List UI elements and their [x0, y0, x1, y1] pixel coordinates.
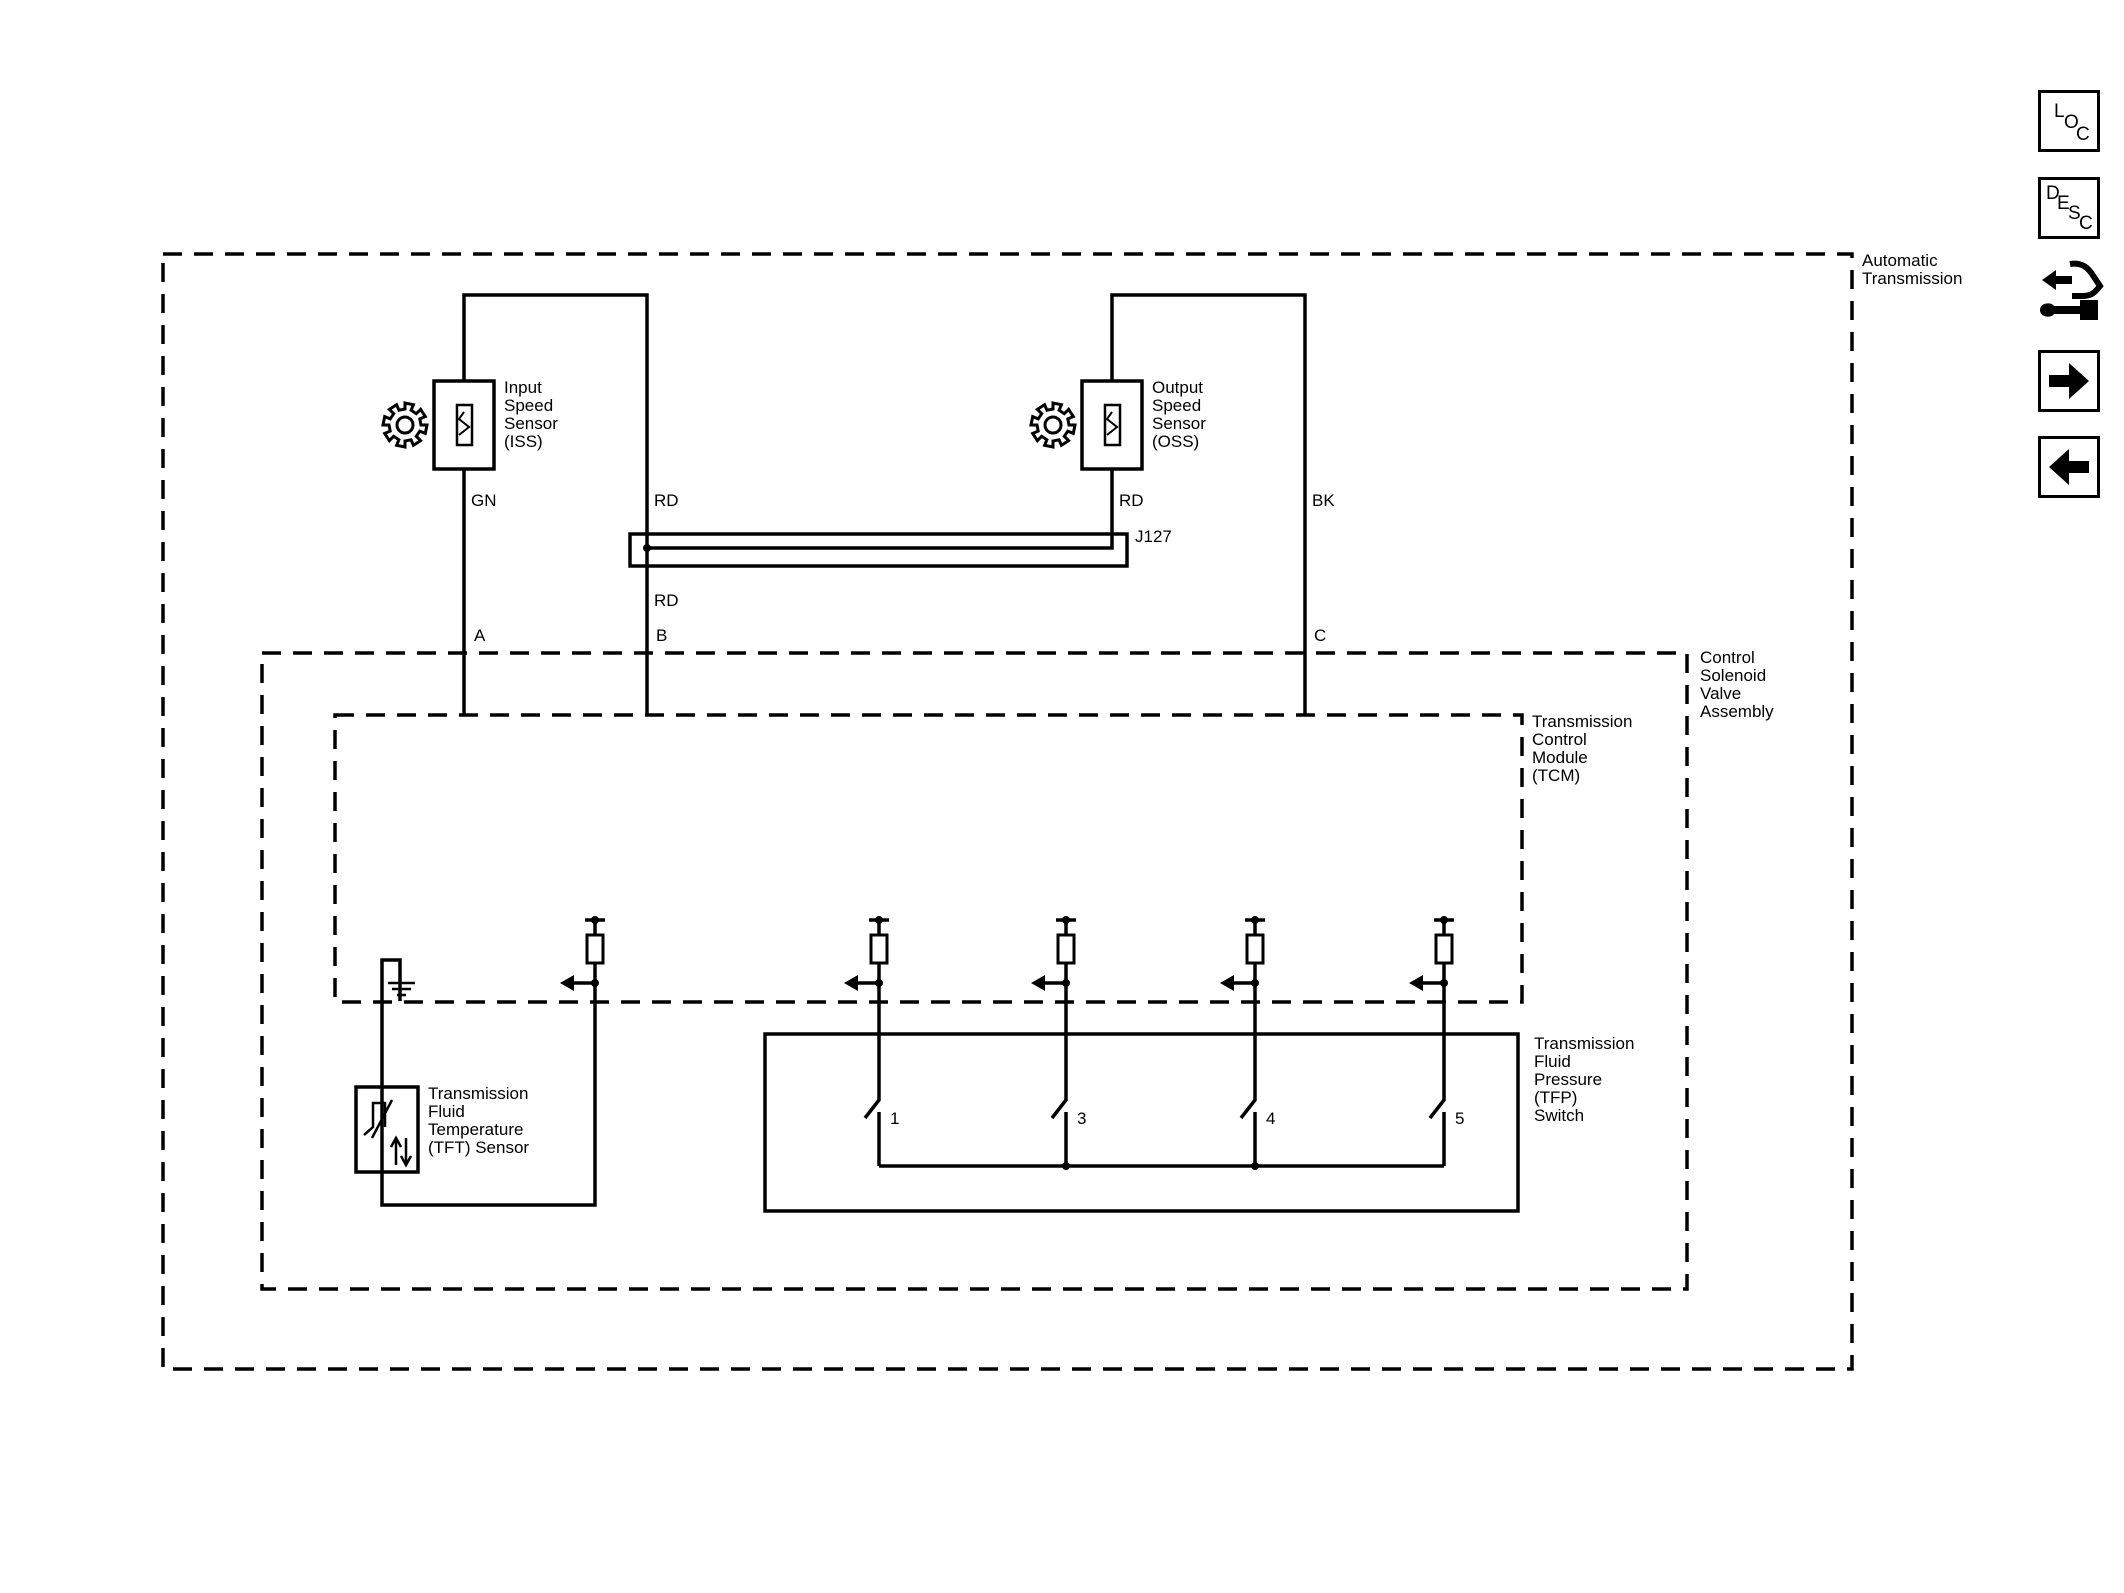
connector-tool-button[interactable]: [2036, 258, 2104, 334]
tfp-switch-1: [863, 983, 881, 1166]
pin-a-label: A: [474, 626, 486, 645]
iss-loop-wire: [462, 293, 649, 715]
arrow-right-icon: [2049, 363, 2089, 399]
tfp3-pullup-resistor: [1043, 918, 1076, 985]
tft-pullup-resistor: [572, 918, 605, 985]
tft-updown-arrows-icon: [389, 1135, 413, 1168]
tcm-boundary: [333, 713, 1524, 1004]
tfp-switch-5: [1428, 983, 1446, 1166]
wire-color-rd-lower: RD: [654, 591, 679, 610]
automatic-transmission-boundary: [161, 252, 1854, 1371]
iss-gear-icon: [381, 401, 429, 449]
switch-1-label: 1: [890, 1109, 899, 1128]
desc-letter-s: S: [2068, 203, 2081, 224]
switch-4-label: 4: [1266, 1109, 1275, 1128]
tfp-switch-4: [1239, 983, 1257, 1166]
oss-gear-icon: [1029, 401, 1077, 449]
desc-button[interactable]: D E S C: [2038, 177, 2100, 239]
tft-label: Transmission Fluid Temperature (TFT) Sen…: [428, 1084, 533, 1157]
tfp1-pullup-resistor: [856, 918, 889, 985]
automatic-transmission-label: Automatic Transmission: [1862, 251, 1962, 288]
iss-element-icon: [455, 403, 474, 447]
oss-element-icon: [1103, 403, 1122, 447]
switch-5-label: 5: [1455, 1109, 1464, 1128]
pin-b-label: B: [656, 626, 667, 645]
next-button[interactable]: [2038, 350, 2100, 412]
tfp-switch-3: [1050, 983, 1068, 1166]
oss-sensor-box: [1080, 379, 1144, 471]
tfp-label: Transmission Fluid Pressure (TFP) Switch: [1534, 1034, 1639, 1125]
oss-rd-wire: [647, 469, 1114, 550]
tfp5-pullup-resistor: [1421, 918, 1454, 985]
tcm-label: Transmission Control Module (TCM): [1532, 712, 1637, 785]
control-solenoid-boundary: [260, 651, 1689, 1291]
loc-letter-c: C: [2076, 124, 2090, 145]
desc-letter-e: E: [2057, 193, 2070, 214]
oss-label: Output Speed Sensor (OSS): [1152, 378, 1211, 451]
wire-color-bk: BK: [1312, 491, 1335, 510]
switch-3-label: 3: [1077, 1109, 1086, 1128]
previous-button[interactable]: [2038, 436, 2100, 498]
arrow-left-icon: [2049, 449, 2089, 485]
ground-icon: [388, 981, 415, 997]
oss-loop-wire: [1110, 293, 1307, 715]
wire-color-gn: GN: [471, 491, 497, 510]
wire-color-rd-iss: RD: [654, 491, 679, 510]
iss-sensor-box: [432, 379, 496, 471]
tfp-switch-box: [763, 1032, 1520, 1213]
tft-thermistor-icon: [363, 1099, 394, 1139]
tft-sensor-box: [354, 1085, 420, 1174]
tft-ground-wire: [380, 958, 597, 1207]
loc-button[interactable]: L O C: [2038, 90, 2100, 152]
splice-j127-label: J127: [1135, 527, 1172, 546]
loc-letter-o: O: [2064, 112, 2079, 133]
iss-label: Input Speed Sensor (ISS): [504, 378, 563, 451]
desc-letter-c: C: [2079, 213, 2093, 234]
tfp4-pullup-resistor: [1232, 918, 1265, 985]
desc-letter-d: D: [2046, 183, 2060, 204]
control-solenoid-label: Control Solenoid Valve Assembly: [1700, 648, 1774, 721]
wire-color-rd-oss: RD: [1119, 491, 1144, 510]
connector-tool-icon: [2040, 260, 2104, 320]
loc-letter-l: L: [2054, 101, 2065, 122]
pin-c-label: C: [1314, 626, 1326, 645]
j127-splice-block: [628, 532, 1129, 568]
